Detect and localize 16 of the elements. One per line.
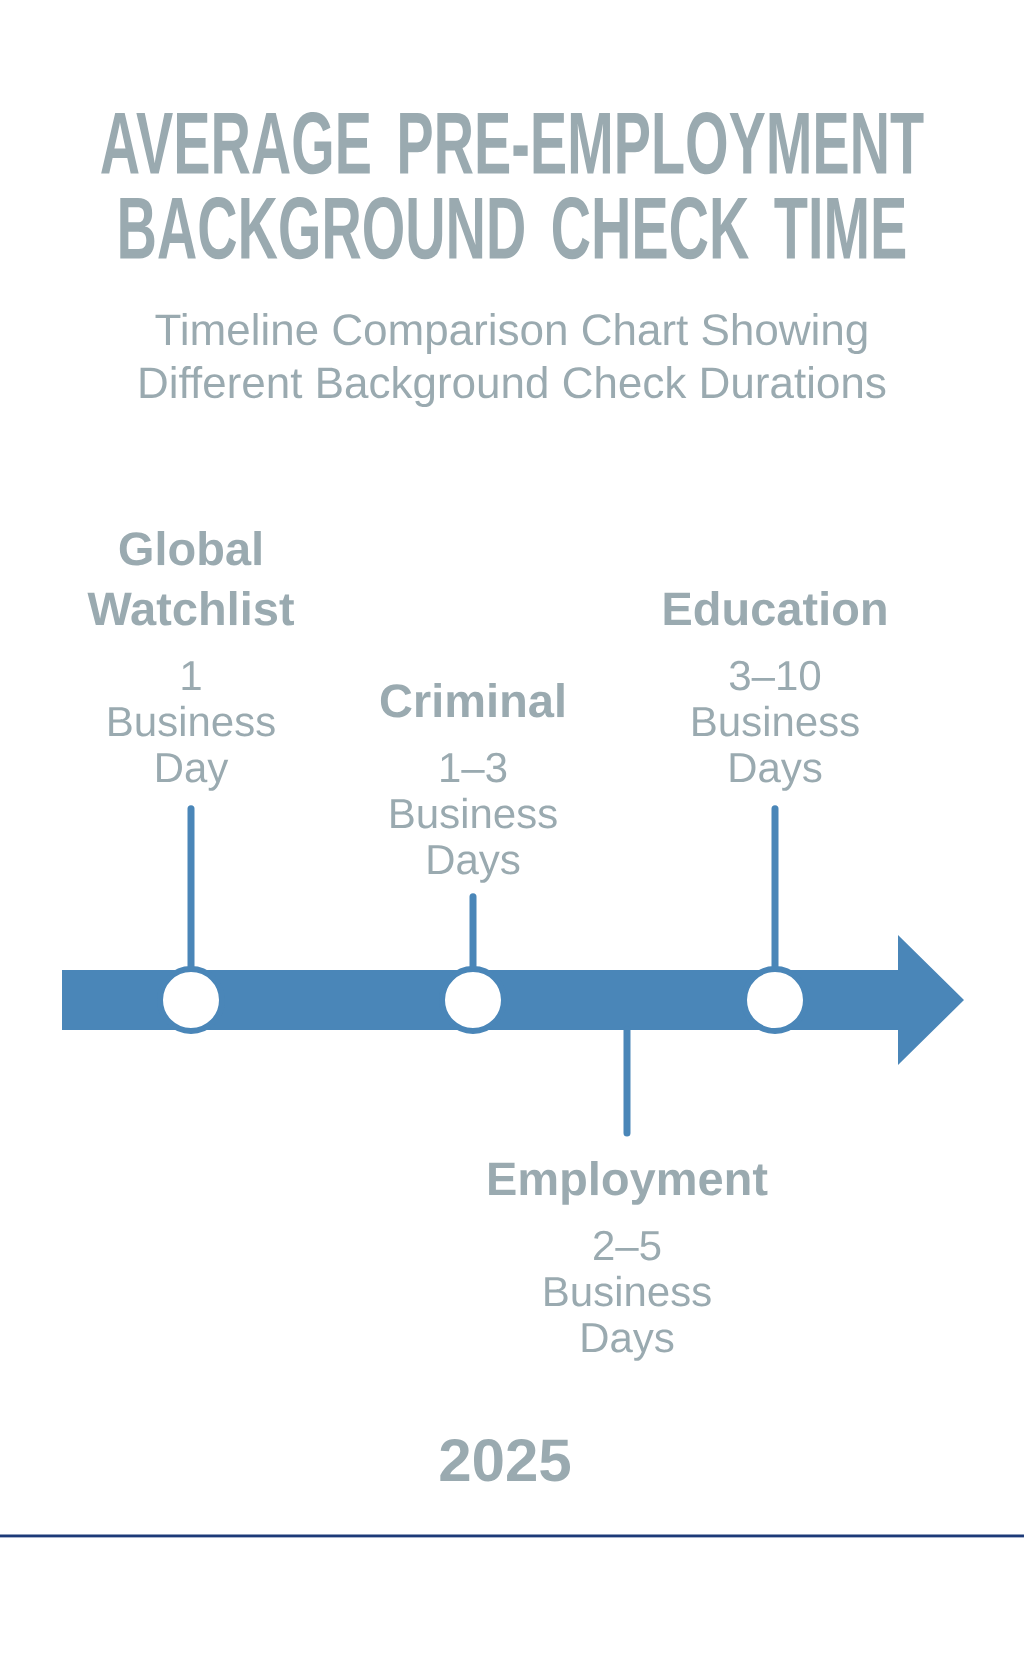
duration-text: 3–10 Business Days [693,660,859,791]
connector-line [187,805,195,970]
timeline-arrow [62,935,964,1065]
duration-text: 1 Business Day [109,661,275,791]
connector-line [623,1026,631,1137]
connector-line [469,893,477,970]
event-name: Education [664,591,886,626]
duration-text: 1–3 Business Days [391,752,557,883]
event-name: Criminal [380,683,564,718]
connector-line [771,805,779,970]
duration-text: 2–5 Business Days [545,1230,711,1361]
title: AVERAGE PRE-EMPLOYMENT BACKGROUND CHECK TIME [101,112,924,260]
year-label: 2025 [440,1439,571,1482]
event-name: Employment [489,1161,768,1205]
event-name: Global Watchlist [87,531,294,626]
subtitle: Timeline Comparison Chart Showing Different Background Check Durations [140,313,886,407]
